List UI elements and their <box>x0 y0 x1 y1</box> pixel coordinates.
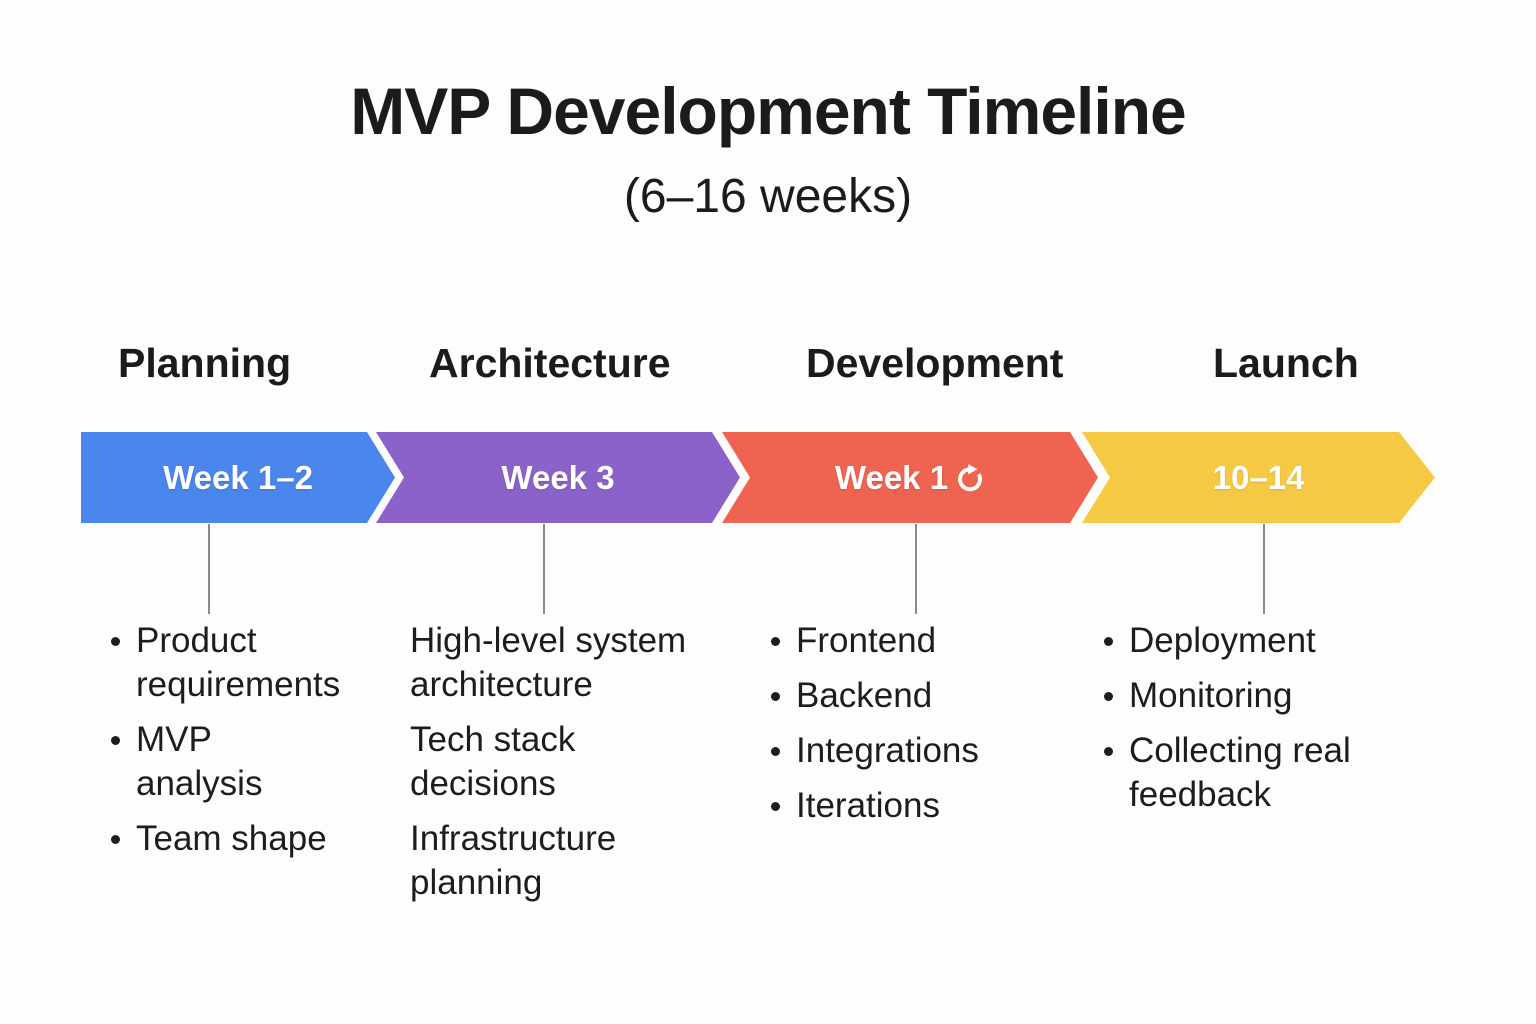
list-item: Tech stack decisions <box>410 718 705 806</box>
bullet-icon <box>1104 692 1113 701</box>
list-item-text: Frontend <box>796 621 937 660</box>
week-label-development: Week 1 <box>835 459 985 497</box>
page-title: MVP Development Timeline <box>350 74 1186 148</box>
connector-line-architecture <box>543 524 545 614</box>
list-item: High-level system architecture <box>410 619 705 707</box>
phase-header-launch: Launch <box>1213 340 1359 386</box>
bullet-icon <box>771 747 780 756</box>
list-item: Backend <box>771 674 1041 718</box>
list-item: Monitoring <box>1104 674 1369 718</box>
development-item-list: Frontend Backend Integrations Iterations <box>771 619 1041 839</box>
list-item: Frontend <box>771 619 1041 663</box>
week-label-launch: 10–14 <box>1213 459 1305 497</box>
list-item: Collecting real feedback <box>1104 729 1369 817</box>
page-subtitle: (6–16 weeks) <box>623 170 913 223</box>
list-item-text: Backend <box>796 676 933 715</box>
list-item: MVP analysis <box>111 718 335 806</box>
list-item-text: High-level system architecture <box>410 621 687 704</box>
architecture-item-list: High-level system architecture Tech stac… <box>410 619 705 916</box>
week-label-planning-text: Week 1–2 <box>163 458 313 496</box>
connector-line-development <box>915 524 917 614</box>
list-item: Product requirements <box>111 619 340 707</box>
bullet-icon <box>771 802 780 811</box>
bullet-icon <box>1104 747 1113 756</box>
list-item: Integrations <box>771 729 1041 773</box>
timeline-arrow-architecture: Week 3 <box>376 432 740 523</box>
list-item: Deployment <box>1104 619 1369 663</box>
bullet-icon <box>771 637 780 646</box>
list-item-text: Tech stack decisions <box>410 720 576 803</box>
phase-header-development: Development <box>806 340 1064 386</box>
connector-line-launch <box>1263 524 1265 614</box>
bullet-icon <box>111 835 120 844</box>
loop-icon <box>955 463 985 493</box>
timeline-arrow-launch: 10–14 <box>1082 432 1435 523</box>
connector-line-planning <box>208 524 210 614</box>
list-item-text: Team shape <box>136 819 327 858</box>
week-label-architecture: Week 3 <box>501 459 614 497</box>
list-item-text: Integrations <box>796 731 979 770</box>
list-item-text: Deployment <box>1129 621 1316 660</box>
list-item-text: Monitoring <box>1129 676 1293 715</box>
timeline-arrow-development: Week 1 <box>722 432 1098 523</box>
list-item: Infrastructure planning <box>410 817 705 905</box>
bullet-icon <box>111 637 120 646</box>
phase-header-architecture: Architecture <box>429 340 671 386</box>
timeline-arrow-planning: Week 1–2 <box>81 432 395 523</box>
bullet-icon <box>1104 637 1113 646</box>
bullet-icon <box>771 692 780 701</box>
planning-item-list: Product requirements MVP analysis Team s… <box>111 619 340 872</box>
list-item-text: MVP analysis <box>136 720 263 803</box>
week-label-planning: Week 1–2 <box>163 459 313 497</box>
week-label-architecture-text: Week 3 <box>501 458 615 496</box>
launch-item-list: Deployment Monitoring Collecting real fe… <box>1104 619 1369 828</box>
week-label-launch-text: 10–14 <box>1212 458 1305 496</box>
list-item-text: Infrastructure planning <box>410 819 617 902</box>
list-item: Iterations <box>771 784 1041 828</box>
phase-header-planning: Planning <box>118 340 292 386</box>
list-item-text: Product requirements <box>136 621 341 704</box>
bullet-icon <box>111 736 120 745</box>
list-item-text: Collecting real feedback <box>1129 731 1351 814</box>
list-item: Team shape <box>111 817 335 861</box>
week-label-development-text: Week 1 <box>834 458 949 496</box>
list-item-text: Iterations <box>796 786 940 825</box>
